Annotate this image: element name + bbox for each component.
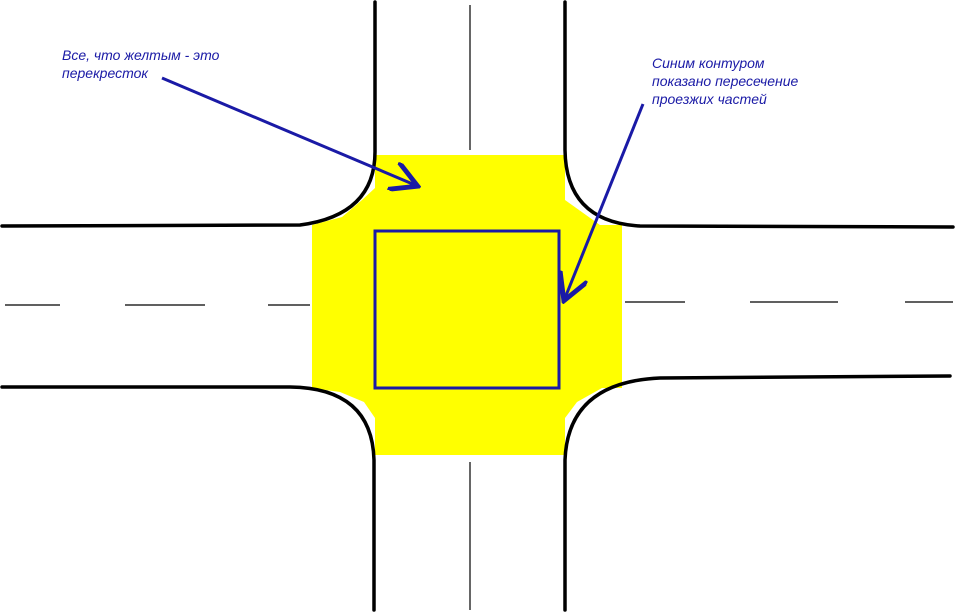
road-edge-top-left	[0, 0, 377, 228]
road-edge-top-right	[563, 0, 955, 229]
blue-note-arrow	[565, 103, 645, 298]
yellow-note-line-2: перекресток	[62, 65, 148, 81]
blue-outline-note: Синим контуром показано пересечение прое…	[652, 54, 798, 108]
carriageway-crossing-outline	[373, 229, 561, 390]
blue-note-line-3: проезжих частей	[652, 91, 767, 107]
yellow-area-note: Все, что желтым - это перекресток	[62, 46, 219, 82]
yellow-note-line-1: Все, что желтым - это	[62, 47, 220, 63]
road-edge-bottom-right	[563, 374, 952, 612]
lane-markings	[5, 5, 953, 610]
blue-note-line-1: Синим контуром	[652, 55, 765, 71]
blue-note-line-2: показано пересечение	[652, 73, 799, 89]
road-edge-bottom-left	[0, 385, 376, 612]
yellow-note-arrow	[161, 76, 415, 185]
